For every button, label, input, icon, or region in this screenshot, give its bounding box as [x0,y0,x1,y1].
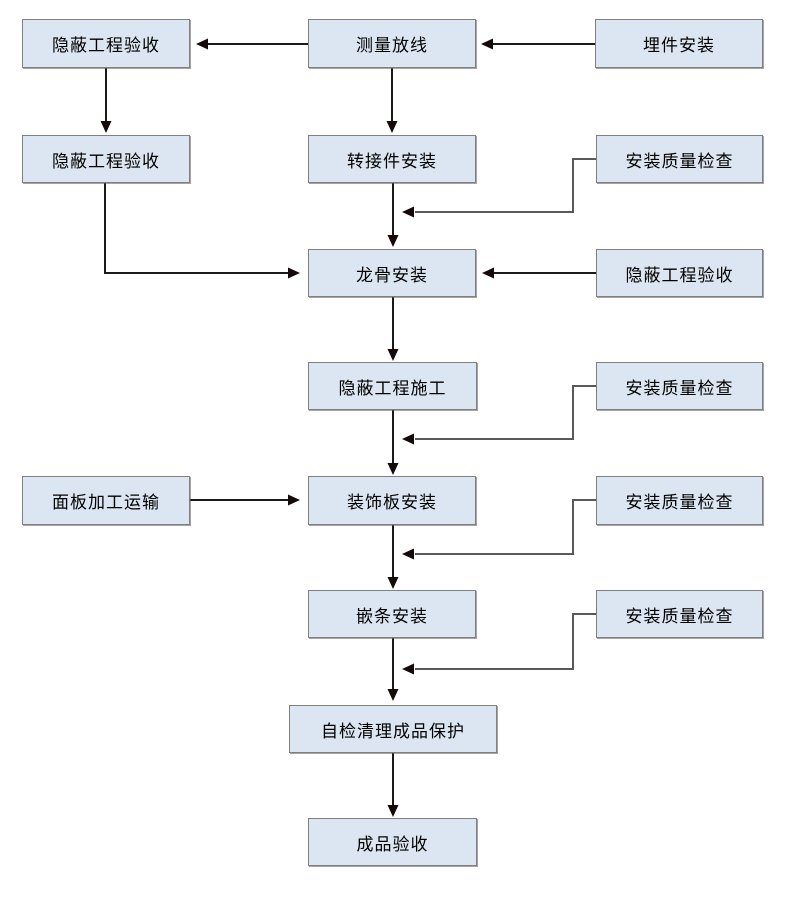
arrow-measure-to-adapter [386,68,398,133]
feedback-quality-check-2 [402,385,596,445]
arrow-concealed1-to-concealed2 [100,68,112,133]
arrow-panel-transport-to-panel-install [190,494,300,506]
arrow-selfcheck-to-acceptance [387,753,399,817]
node-concealed-work-acceptance-1: 隐蔽工程验收 [22,19,190,68]
node-keel-install: 龙骨安装 [308,249,476,297]
node-concealed-work-acceptance-2: 隐蔽工程验收 [22,135,190,183]
node-self-check-cleanup-protection: 自检清理成品保护 [289,705,497,753]
arrow-adapter-to-keel [387,183,399,247]
arrow-keel-to-concealed-construction [387,297,399,361]
node-embedded-parts-install: 埋件安装 [595,19,763,68]
node-finished-product-acceptance: 成品验收 [308,818,477,866]
node-measure-set-out: 测量放线 [308,19,476,68]
arrow-embedded-to-measure [481,38,596,50]
arrow-trim-to-selfcheck [387,638,399,701]
arrow-panel-to-trim [387,525,399,589]
arrow-measure-to-concealed-acceptance [196,38,308,50]
node-quality-check-1: 安装质量检查 [596,135,763,183]
arrow-concealed3-to-keel [482,267,596,279]
node-concealed-work-acceptance-3: 隐蔽工程验收 [596,249,763,297]
feedback-quality-check-1 [402,158,596,218]
node-trim-strip-install: 嵌条安装 [308,590,476,638]
feedback-quality-check-3 [402,499,596,560]
node-quality-check-4: 安装质量检查 [596,590,763,638]
node-panel-processing-transport: 面板加工运输 [22,476,190,525]
arrow-concealed-construction-to-panel [387,410,399,475]
node-concealed-work-construction: 隐蔽工程施工 [308,362,477,410]
node-quality-check-3: 安装质量检查 [596,476,763,525]
node-quality-check-2: 安装质量检查 [596,362,763,410]
node-decorative-panel-install: 装饰板安装 [308,476,476,525]
arrow-concealed2-to-keel [104,183,300,279]
node-adapter-install: 转接件安装 [308,135,476,183]
feedback-quality-check-4 [402,613,596,675]
